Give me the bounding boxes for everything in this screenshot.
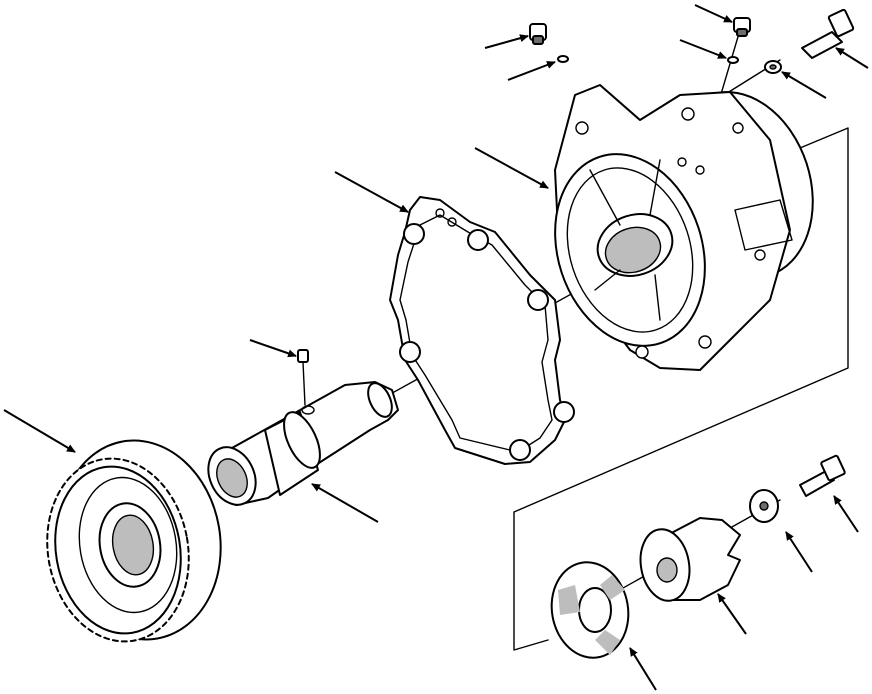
coupling-washer xyxy=(749,489,779,523)
callout-arrow-coupling-disc xyxy=(629,647,657,691)
set-screw xyxy=(297,349,309,406)
top-bolt xyxy=(801,8,855,59)
coupling-disc xyxy=(550,561,630,659)
detail-bracket xyxy=(513,127,849,651)
callout-arrow-o-ring-left xyxy=(507,61,556,81)
callout-arrow-top-washer xyxy=(781,71,827,99)
coupling-hub xyxy=(639,517,741,602)
gasket xyxy=(389,196,575,465)
callout-arrows xyxy=(3,4,869,691)
housing xyxy=(554,84,814,371)
callout-arrow-idler-shaft xyxy=(311,483,379,523)
callout-arrow-coupling-bolt xyxy=(833,495,859,533)
drive-gear xyxy=(46,439,222,643)
callout-arrow-top-bolt xyxy=(835,47,869,69)
plug-right xyxy=(733,17,751,37)
callout-arrow-drive-gear xyxy=(3,409,76,453)
o-ring-left xyxy=(557,55,569,63)
callout-arrow-plug-left xyxy=(484,34,529,49)
callout-arrow-o-ring-right xyxy=(679,39,727,59)
callout-arrow-plug-right xyxy=(694,4,733,23)
callout-arrow-coupling-washer xyxy=(785,531,813,573)
idler-shaft xyxy=(207,381,399,506)
top-washer xyxy=(764,60,782,74)
callout-arrow-housing xyxy=(474,147,549,189)
plug-left xyxy=(529,23,547,45)
callout-arrow-gasket xyxy=(334,171,409,213)
o-ring-right xyxy=(727,56,739,64)
callout-arrow-set-screw xyxy=(249,339,297,358)
callout-arrow-coupling-hub xyxy=(717,593,747,635)
coupling-bolt xyxy=(799,454,846,497)
